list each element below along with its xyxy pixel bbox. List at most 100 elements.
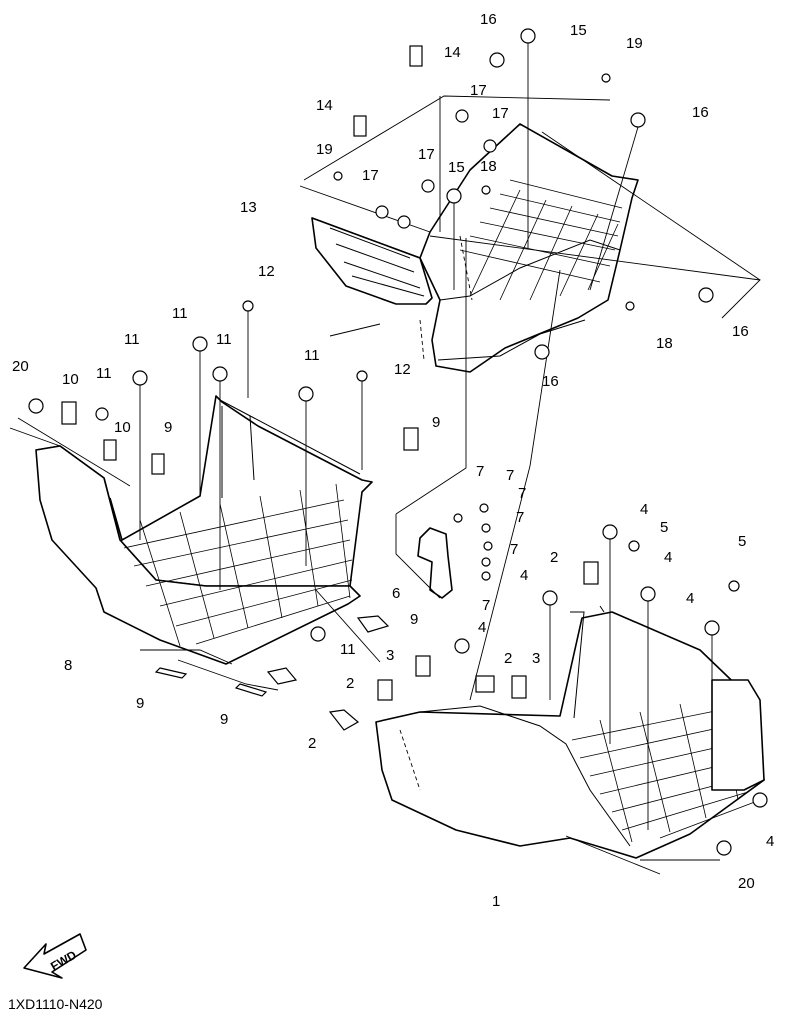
callout-5: 5 bbox=[660, 519, 668, 536]
callout-20: 20 bbox=[12, 358, 29, 375]
callout-11: 11 bbox=[340, 641, 356, 658]
reference-lines bbox=[9, 95, 761, 875]
clip-icon bbox=[403, 427, 419, 451]
forward-arrow-icon: FWD bbox=[23, 933, 87, 979]
callout-15: 15 bbox=[448, 159, 465, 176]
callout-8: 8 bbox=[64, 657, 72, 674]
callout-14: 14 bbox=[444, 44, 461, 61]
callout-16: 16 bbox=[692, 104, 709, 121]
rivet-icon bbox=[481, 185, 491, 195]
clip-icon bbox=[353, 115, 367, 137]
callout-5: 5 bbox=[738, 533, 746, 550]
callout-12: 12 bbox=[394, 361, 411, 378]
rear-guard-assembly bbox=[311, 123, 639, 373]
clip-icon bbox=[328, 709, 360, 731]
clip-icon bbox=[511, 675, 527, 699]
callout-13: 13 bbox=[240, 199, 257, 216]
bolt-icon bbox=[589, 112, 646, 291]
callout-2: 2 bbox=[504, 650, 512, 667]
callout-4: 4 bbox=[640, 501, 648, 518]
bolt-icon bbox=[542, 590, 558, 700]
callout-11: 11 bbox=[124, 331, 140, 348]
diagram-code: 1XD1110-N420 bbox=[8, 996, 103, 1012]
clip-icon bbox=[154, 667, 188, 679]
callout-17: 17 bbox=[418, 146, 435, 163]
callout-15: 15 bbox=[570, 22, 587, 39]
bolt-icon bbox=[534, 344, 550, 360]
rivet-icon bbox=[333, 171, 343, 181]
clip-icon bbox=[356, 615, 390, 633]
callout-2: 2 bbox=[346, 675, 354, 692]
bolt-icon bbox=[520, 28, 536, 248]
bolt-icon bbox=[455, 109, 469, 123]
callout-16: 16 bbox=[480, 11, 497, 28]
callout-17: 17 bbox=[362, 167, 379, 184]
bolt-icon bbox=[640, 586, 656, 830]
callout-4: 4 bbox=[520, 567, 528, 584]
hardware bbox=[28, 28, 768, 856]
callout-12: 12 bbox=[258, 263, 275, 280]
callout-4: 4 bbox=[686, 590, 694, 607]
bolt-icon bbox=[95, 407, 109, 421]
bolt-icon bbox=[397, 215, 411, 229]
rivet-icon bbox=[481, 523, 491, 533]
callout-3: 3 bbox=[386, 647, 394, 664]
callout-7: 7 bbox=[518, 485, 526, 502]
callout-9: 9 bbox=[220, 711, 228, 728]
callout-18: 18 bbox=[480, 158, 497, 175]
clip-icon bbox=[415, 655, 431, 677]
callout-1: 1 bbox=[492, 893, 500, 910]
bolt-icon bbox=[192, 336, 208, 494]
bolt-icon bbox=[28, 398, 44, 414]
bolt-icon bbox=[446, 188, 462, 290]
callout-2: 2 bbox=[550, 549, 558, 566]
callout-19: 19 bbox=[316, 141, 333, 158]
callout-20: 20 bbox=[738, 875, 755, 892]
bolt-icon bbox=[298, 386, 314, 566]
bolt-icon bbox=[698, 287, 714, 303]
lower-guard-assembly bbox=[375, 605, 765, 859]
rivet-icon bbox=[625, 301, 635, 311]
bolt-icon bbox=[483, 139, 497, 153]
callout-18: 18 bbox=[656, 335, 673, 352]
callout-4: 4 bbox=[664, 549, 672, 566]
callout-7: 7 bbox=[516, 509, 524, 526]
rivet-icon bbox=[481, 571, 491, 581]
callout-2: 2 bbox=[308, 735, 316, 752]
clip-icon bbox=[266, 667, 298, 685]
bolt-icon bbox=[716, 840, 732, 856]
rivet-icon bbox=[728, 580, 740, 592]
bracket-6 bbox=[417, 527, 453, 599]
clip-icon bbox=[61, 401, 77, 425]
callout-11: 11 bbox=[216, 331, 232, 348]
bolt-icon bbox=[752, 792, 768, 808]
callout-3: 3 bbox=[532, 650, 540, 667]
clip-icon bbox=[475, 675, 495, 693]
bolt-icon bbox=[489, 52, 505, 68]
bolt-icon bbox=[704, 620, 720, 790]
callout-11: 11 bbox=[172, 305, 188, 322]
callout-4: 4 bbox=[478, 619, 486, 636]
callout-17: 17 bbox=[470, 82, 487, 99]
clip-icon bbox=[234, 683, 268, 697]
callout-7: 7 bbox=[476, 463, 484, 480]
callout-7: 7 bbox=[506, 467, 514, 484]
callout-9: 9 bbox=[164, 419, 172, 436]
clip-icon bbox=[377, 679, 393, 701]
bolt-icon bbox=[421, 179, 435, 193]
rivet-icon bbox=[481, 557, 491, 567]
rivet-icon bbox=[601, 73, 611, 83]
left-guard-assembly bbox=[35, 395, 373, 665]
callout-7: 7 bbox=[482, 597, 490, 614]
callout-6: 6 bbox=[392, 585, 400, 602]
callout-11: 11 bbox=[304, 347, 320, 364]
rivet-icon bbox=[453, 513, 463, 523]
clip-icon bbox=[151, 453, 165, 475]
callout-17: 17 bbox=[492, 105, 509, 122]
bolt-icon bbox=[132, 370, 148, 540]
rivet-icon bbox=[242, 300, 254, 398]
callout-14: 14 bbox=[316, 97, 333, 114]
bolt-icon bbox=[212, 366, 228, 590]
callout-9: 9 bbox=[136, 695, 144, 712]
